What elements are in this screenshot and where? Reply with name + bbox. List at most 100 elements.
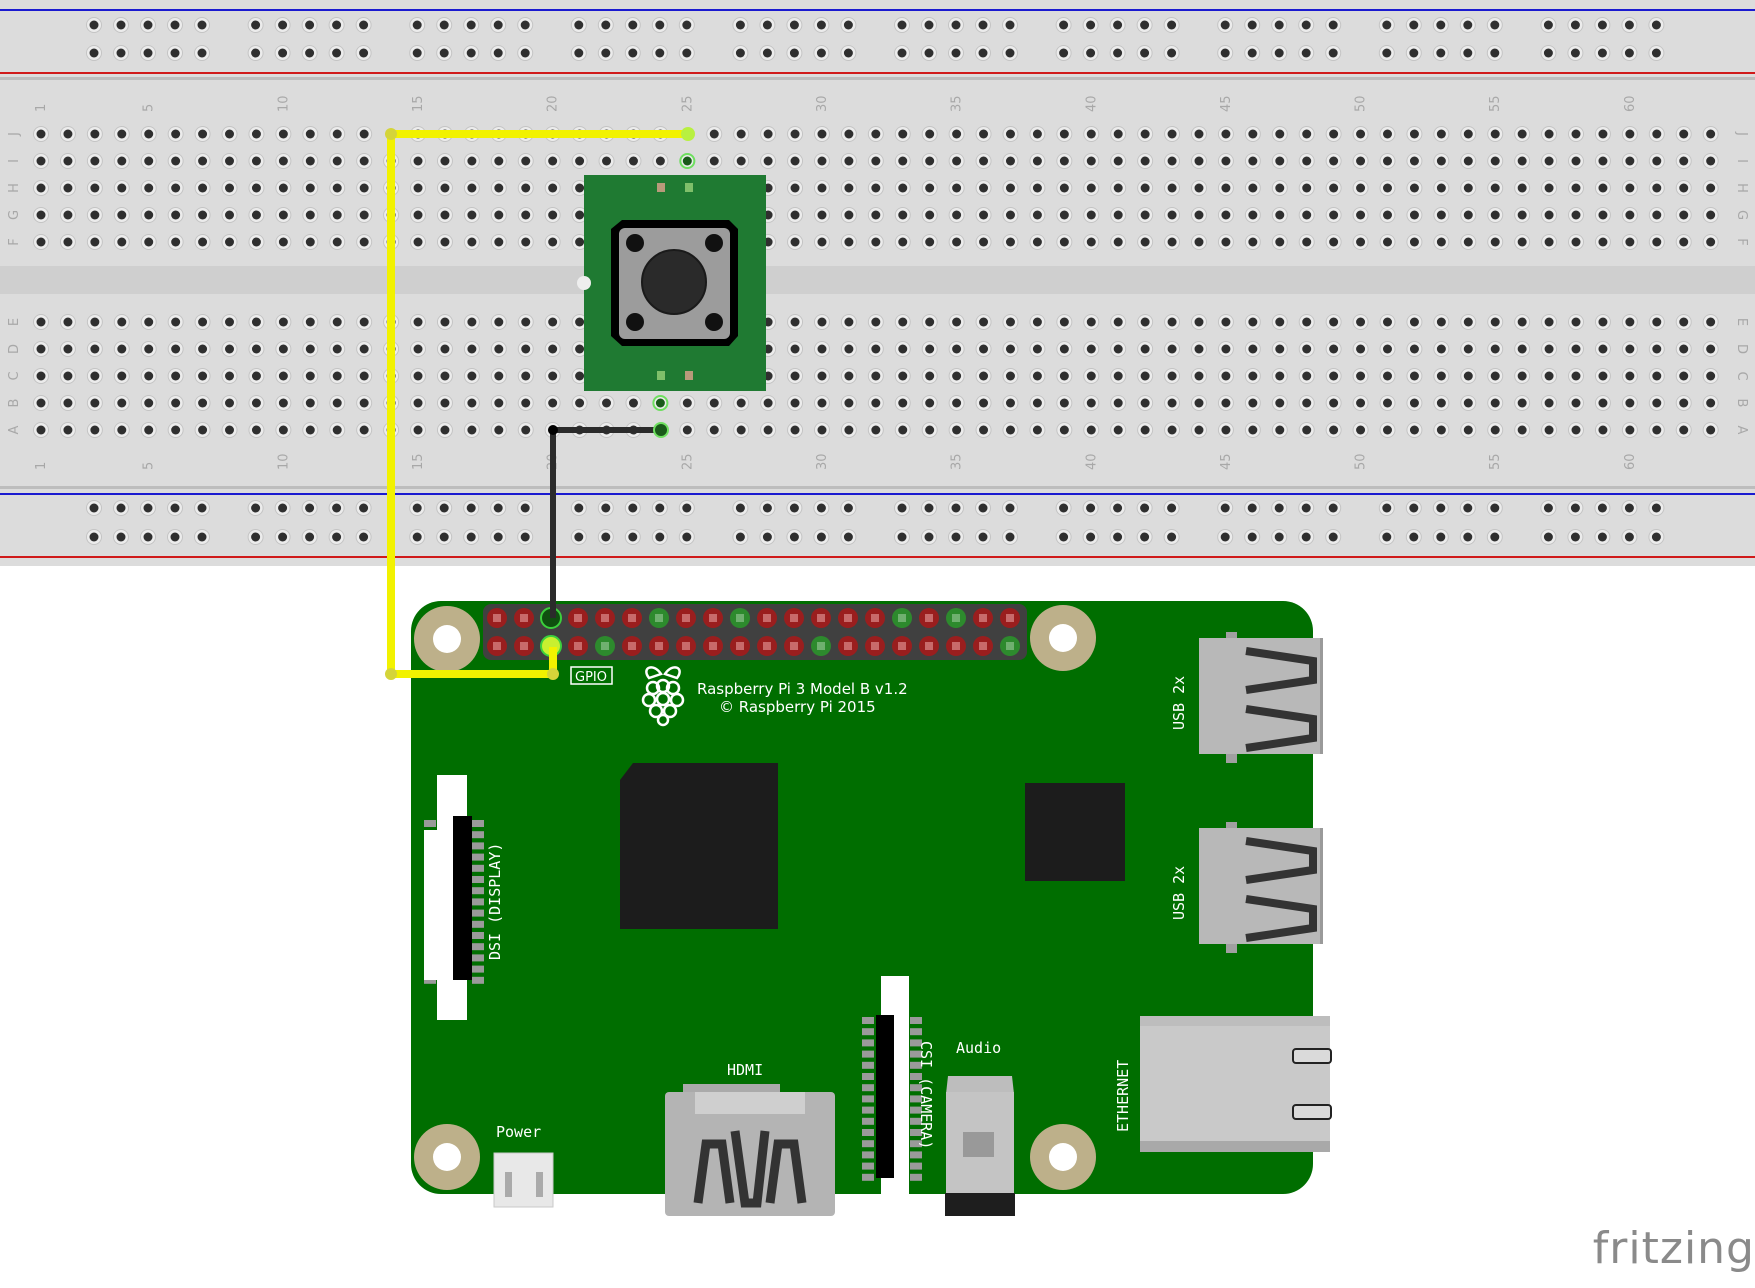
breadboard-hole[interactable] [1652, 425, 1662, 435]
breadboard-hole[interactable] [1598, 210, 1608, 220]
breadboard-hole[interactable] [548, 183, 558, 193]
breadboard-hole[interactable] [1706, 183, 1716, 193]
breadboard-hole[interactable] [1194, 183, 1204, 193]
breadboard-hole[interactable] [1275, 237, 1285, 247]
breadboard-hole[interactable] [925, 344, 935, 354]
breadboard-hole[interactable] [117, 371, 127, 381]
breadboard-hole[interactable] [1436, 20, 1446, 30]
breadboard-hole[interactable] [63, 183, 73, 193]
breadboard-hole[interactable] [1194, 371, 1204, 381]
breadboard-hole[interactable] [251, 317, 261, 327]
breadboard-hole[interactable] [1247, 532, 1257, 542]
breadboard-hole[interactable] [682, 398, 692, 408]
breadboard-hole[interactable] [90, 237, 100, 247]
breadboard-hole[interactable] [1625, 425, 1635, 435]
breadboard-hole[interactable] [1652, 237, 1662, 247]
breadboard-hole[interactable] [144, 129, 154, 139]
breadboard-hole[interactable] [1383, 371, 1392, 381]
breadboard-hole[interactable] [305, 317, 315, 327]
breadboard-hole[interactable] [170, 503, 180, 513]
breadboard-hole[interactable] [440, 425, 450, 435]
breadboard-hole[interactable] [251, 344, 261, 354]
breadboard-hole[interactable] [979, 183, 989, 193]
button-cap[interactable] [641, 249, 707, 315]
breadboard-hole[interactable] [359, 129, 369, 139]
breadboard-hole[interactable] [952, 156, 962, 166]
breadboard-hole[interactable] [1706, 344, 1716, 354]
breadboard-hole[interactable] [359, 48, 369, 58]
breadboard-hole[interactable] [332, 344, 342, 354]
breadboard-hole[interactable] [925, 156, 935, 166]
breadboard-hole[interactable] [1409, 156, 1419, 166]
breadboard-hole[interactable] [305, 532, 315, 542]
breadboard-hole[interactable] [979, 129, 989, 139]
breadboard-hole[interactable] [439, 20, 449, 30]
breadboard-hole[interactable] [951, 503, 961, 513]
breadboard-hole[interactable] [1598, 317, 1608, 327]
breadboard-hole[interactable] [305, 129, 315, 139]
breadboard-hole[interactable] [278, 425, 288, 435]
breadboard-hole[interactable] [735, 532, 745, 542]
breadboard-hole[interactable] [171, 237, 181, 247]
breadboard-hole[interactable] [952, 317, 962, 327]
breadboard-hole[interactable] [90, 317, 100, 327]
breadboard-hole[interactable] [1059, 344, 1069, 354]
breadboard-hole[interactable] [1140, 129, 1150, 139]
breadboard-hole[interactable] [736, 398, 746, 408]
breadboard-hole[interactable] [278, 532, 288, 542]
breadboard-hole[interactable] [439, 503, 449, 513]
breadboard-hole[interactable] [1140, 210, 1150, 220]
breadboard-hole[interactable] [412, 48, 422, 58]
breadboard-hole[interactable] [1436, 503, 1446, 513]
breadboard-hole[interactable] [1544, 425, 1554, 435]
breadboard-hole[interactable] [89, 532, 99, 542]
breadboard-hole[interactable] [1167, 20, 1177, 30]
breadboard-hole[interactable] [359, 398, 369, 408]
breadboard-hole[interactable] [952, 344, 962, 354]
breadboard-hole[interactable] [1005, 503, 1015, 513]
breadboard-hole[interactable] [1302, 129, 1312, 139]
breadboard-hole[interactable] [1086, 371, 1096, 381]
breadboard-hole[interactable] [736, 425, 746, 435]
breadboard-hole[interactable] [1221, 129, 1231, 139]
breadboard-hole[interactable] [1059, 129, 1069, 139]
breadboard-hole[interactable] [1356, 156, 1366, 166]
breadboard-hole[interactable] [1032, 425, 1042, 435]
breadboard-hole[interactable] [1517, 210, 1527, 220]
breadboard-hole[interactable] [1543, 532, 1553, 542]
breadboard-hole[interactable] [1409, 532, 1419, 542]
breadboard-hole[interactable] [762, 48, 772, 58]
breadboard-hole[interactable] [1543, 48, 1553, 58]
breadboard-hole[interactable] [762, 503, 772, 513]
breadboard-hole[interactable] [924, 20, 934, 30]
breadboard-hole[interactable] [467, 237, 477, 247]
breadboard-hole[interactable] [278, 317, 288, 327]
breadboard-hole[interactable] [440, 344, 450, 354]
breadboard-hole[interactable] [1409, 317, 1419, 327]
breadboard-hole[interactable] [1598, 425, 1608, 435]
breadboard-hole[interactable] [844, 371, 854, 381]
breadboard-hole[interactable] [789, 532, 799, 542]
breadboard-hole[interactable] [871, 237, 881, 247]
breadboard-hole[interactable] [332, 210, 342, 220]
breadboard-hole[interactable] [1059, 210, 1069, 220]
breadboard-hole[interactable] [575, 156, 585, 166]
breadboard-hole[interactable] [1598, 129, 1608, 139]
breadboard-hole[interactable] [1356, 237, 1366, 247]
breadboard-hole[interactable] [494, 317, 504, 327]
breadboard-hole[interactable] [170, 48, 180, 58]
breadboard-hole[interactable] [439, 532, 449, 542]
breadboard-hole[interactable] [359, 183, 369, 193]
breadboard-hole[interactable] [198, 371, 208, 381]
breadboard-hole[interactable] [1651, 532, 1661, 542]
breadboard-hole[interactable] [412, 503, 422, 513]
breadboard-hole[interactable] [575, 237, 585, 247]
breadboard-hole[interactable] [628, 48, 638, 58]
breadboard-hole[interactable] [1409, 237, 1419, 247]
breadboard-hole[interactable] [952, 129, 962, 139]
breadboard-hole[interactable] [1167, 129, 1177, 139]
breadboard-hole[interactable] [628, 503, 638, 513]
breadboard-hole[interactable] [1248, 210, 1258, 220]
breadboard-hole[interactable] [117, 210, 127, 220]
breadboard-hole[interactable] [1436, 237, 1446, 247]
